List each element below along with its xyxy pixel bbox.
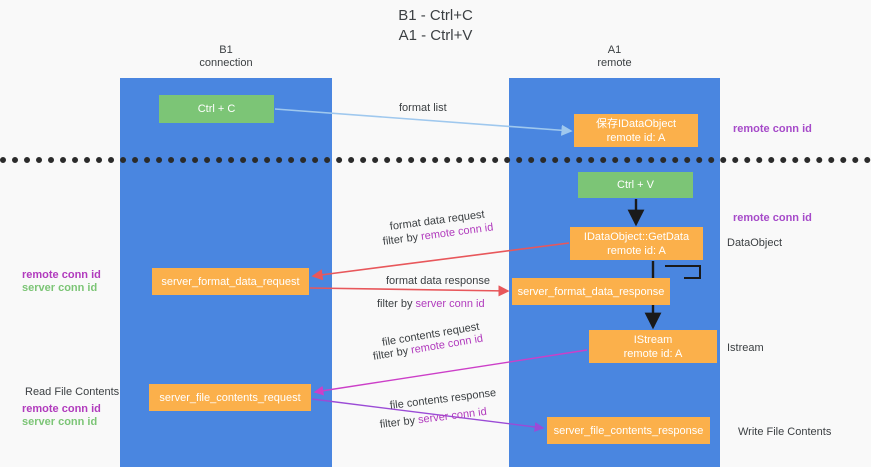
- annotation-left-remote-conn-id-2: remote conn id: [22, 403, 101, 415]
- node-server-file-contents-response-label: server_file_contents_response: [553, 424, 704, 437]
- node-save-idataobject-label: 保存IDataObject: [595, 117, 677, 130]
- diagram-title: B1 - Ctrl+C A1 - Ctrl+V: [0, 6, 871, 46]
- annotation-format-list: format list: [399, 102, 447, 114]
- node-idataobject-getdata-label: IDataObject::GetData: [583, 230, 690, 243]
- node-ctrl-c-label: Ctrl + C: [197, 103, 236, 115]
- annotation-left-remote-conn-id-1: remote conn id: [22, 269, 101, 281]
- annotation-read-file-contents: Read File Contents: [25, 386, 120, 398]
- diagram-title-line-2: A1 - Ctrl+V: [398, 27, 473, 44]
- node-save-idataobject-sublabel: remote id: A: [606, 131, 666, 144]
- phase-divider: [0, 157, 871, 163]
- lane-header-a1-subtitle: remote: [597, 57, 632, 69]
- node-server-format-data-request-label: server_format_data_request: [161, 275, 300, 288]
- node-ctrl-c[interactable]: Ctrl + C: [159, 95, 274, 123]
- annotation-format-data-response-filter: filter by server conn id: [377, 297, 485, 311]
- annotation-istream: Istream: [727, 342, 764, 354]
- annotation-remote-conn-id-mid: remote conn id: [733, 212, 812, 224]
- node-istream[interactable]: IStream remote id: A: [589, 330, 717, 363]
- node-idataobject-getdata-sublabel: remote id: A: [607, 244, 666, 257]
- annotation-left-server-conn-id-2: server conn id: [22, 416, 98, 428]
- arrow-format-data-response: [309, 285, 510, 297]
- node-server-format-data-response[interactable]: server_format_data_response: [512, 278, 670, 305]
- node-server-file-contents-request[interactable]: server_file_contents_request: [149, 384, 311, 411]
- node-server-file-contents-response[interactable]: server_file_contents_response: [547, 417, 710, 444]
- node-server-format-data-response-label: server_format_data_response: [517, 285, 665, 298]
- node-ctrl-v[interactable]: Ctrl + V: [578, 172, 693, 198]
- annotation-format-data-response: format data response: [386, 275, 490, 287]
- node-ctrl-v-label: Ctrl + V: [617, 179, 654, 191]
- filter-by-label-4: filter by: [379, 414, 416, 431]
- filter-server-conn-id-2: server conn id: [417, 405, 488, 427]
- filter-by-label-3: filter by: [372, 345, 410, 363]
- node-istream-label: IStream: [633, 333, 673, 346]
- annotation-dataobject: DataObject: [727, 237, 783, 249]
- node-istream-sublabel: remote id: A: [623, 347, 683, 360]
- lane-header-a1: A1 remote: [509, 44, 720, 70]
- lane-header-b1-title: B1: [219, 44, 233, 56]
- lane-header-b1-subtitle: connection: [199, 57, 253, 69]
- annotation-remote-conn-id-top: remote conn id: [733, 123, 812, 135]
- filter-by-label-1: filter by: [382, 231, 419, 248]
- lane-header-b1: B1 connection: [120, 44, 332, 70]
- annotation-left-server-conn-id-1: server conn id: [22, 282, 98, 294]
- lane-header-a1-title: A1: [607, 44, 622, 56]
- node-idataobject-getdata[interactable]: IDataObject::GetData remote id: A: [570, 227, 703, 260]
- node-save-idataobject[interactable]: 保存IDataObject remote id: A: [574, 114, 698, 147]
- filter-by-label-2: filter by: [377, 298, 413, 310]
- annotation-write-file-contents: Write File Contents: [738, 426, 832, 438]
- node-server-file-contents-request-label: server_file_contents_request: [159, 391, 301, 404]
- node-server-format-data-request[interactable]: server_format_data_request: [152, 268, 309, 295]
- diagram-title-line-1: B1 - Ctrl+C: [398, 7, 473, 24]
- filter-server-conn-id-1: server conn id: [415, 298, 485, 310]
